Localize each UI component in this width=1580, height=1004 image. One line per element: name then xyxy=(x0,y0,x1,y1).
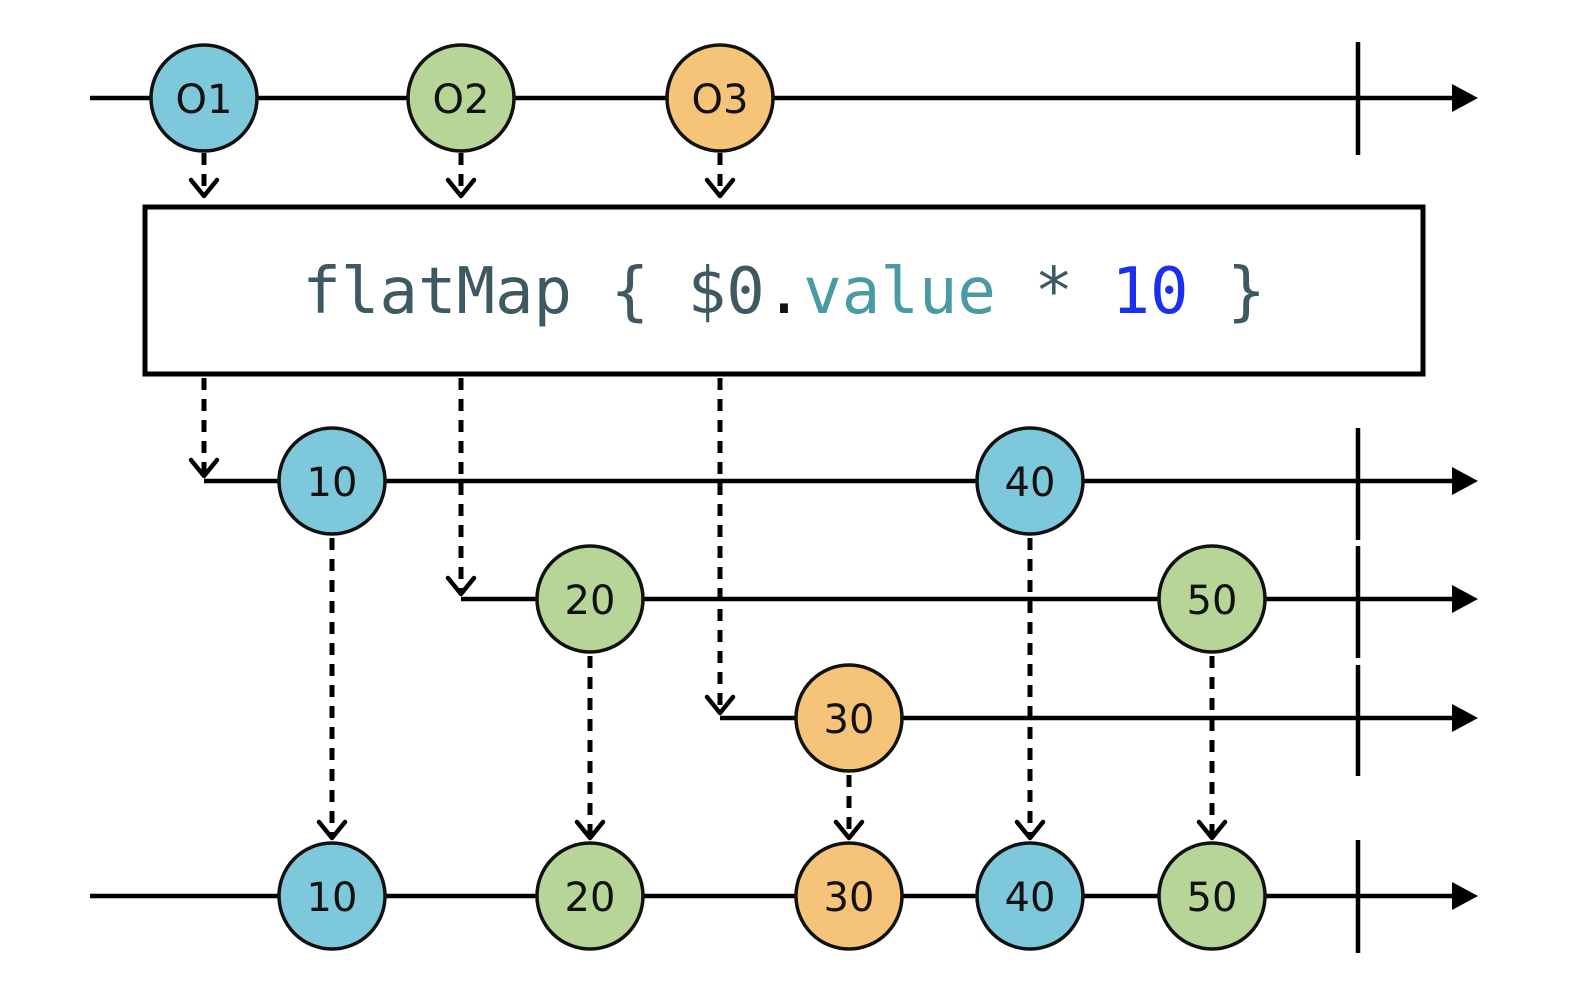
input-arrows xyxy=(188,153,736,199)
inner-marble-circle xyxy=(277,426,387,536)
result-marble-circle xyxy=(1157,841,1267,951)
source-marble-label: O1 xyxy=(176,77,233,123)
inner-marble: 20 xyxy=(535,544,645,654)
result-marble: 40 xyxy=(975,841,1085,951)
source-marble-circle xyxy=(406,43,516,153)
inner-marble-circle xyxy=(535,544,645,654)
inner-stream-1-line xyxy=(204,428,1478,540)
operator-code-part: } xyxy=(1189,255,1266,329)
source-marble-circle xyxy=(149,43,259,153)
source-timeline xyxy=(90,42,1478,155)
result-marble-label: 50 xyxy=(1187,875,1238,921)
merge-arrows xyxy=(316,538,1228,841)
operator-output-arrows xyxy=(188,378,736,716)
result-marble-label: 30 xyxy=(824,875,875,921)
inner-marble: 50 xyxy=(1157,544,1267,654)
marbles: O1 O2 O3 10 40 20 50 30 10 20 30 40 50 xyxy=(149,43,1267,951)
result-marble-circle xyxy=(535,841,645,951)
inner-marble-label: 30 xyxy=(824,697,875,743)
source-marble-circle xyxy=(665,43,775,153)
inner-marble: 10 xyxy=(277,426,387,536)
result-marble-label: 10 xyxy=(307,875,358,921)
inner-marble-circle xyxy=(1157,544,1267,654)
inner-marble-label: 20 xyxy=(565,578,616,624)
result-marble-circle xyxy=(794,841,904,951)
result-marble-label: 40 xyxy=(1005,875,1056,921)
source-marble-label: O3 xyxy=(692,77,749,123)
operator-code-part: flatMap { xyxy=(302,255,687,329)
inner-marble-circle xyxy=(975,426,1085,536)
result-marble-circle xyxy=(277,841,387,951)
result-marble: 20 xyxy=(535,841,645,951)
source-marble: O2 xyxy=(406,43,516,153)
operator-code-part: 10 xyxy=(1112,255,1189,329)
inner-marble-label: 10 xyxy=(307,460,358,506)
result-marble: 30 xyxy=(794,841,904,951)
result-marble-circle xyxy=(975,841,1085,951)
operator-box xyxy=(142,204,1426,377)
inner-marble-circle xyxy=(794,663,904,773)
operator-code-part: value xyxy=(803,255,996,329)
inner-marble: 30 xyxy=(794,663,904,773)
result-marble: 50 xyxy=(1157,841,1267,951)
inner-marble-label: 40 xyxy=(1005,460,1056,506)
source-marble: O1 xyxy=(149,43,259,153)
operator-code-part: * xyxy=(996,255,1112,329)
inner-marble-label: 50 xyxy=(1187,578,1238,624)
source-marble: O3 xyxy=(665,43,775,153)
inner-marble: 40 xyxy=(975,426,1085,536)
operator-code: flatMap { $0.value * 10 } xyxy=(302,255,1265,329)
operator-code-part: $0 xyxy=(688,255,765,329)
result-marble-label: 20 xyxy=(565,875,616,921)
operator-code-part: . xyxy=(765,255,804,329)
source-marble-label: O2 xyxy=(433,77,490,123)
result-marble: 10 xyxy=(277,841,387,951)
